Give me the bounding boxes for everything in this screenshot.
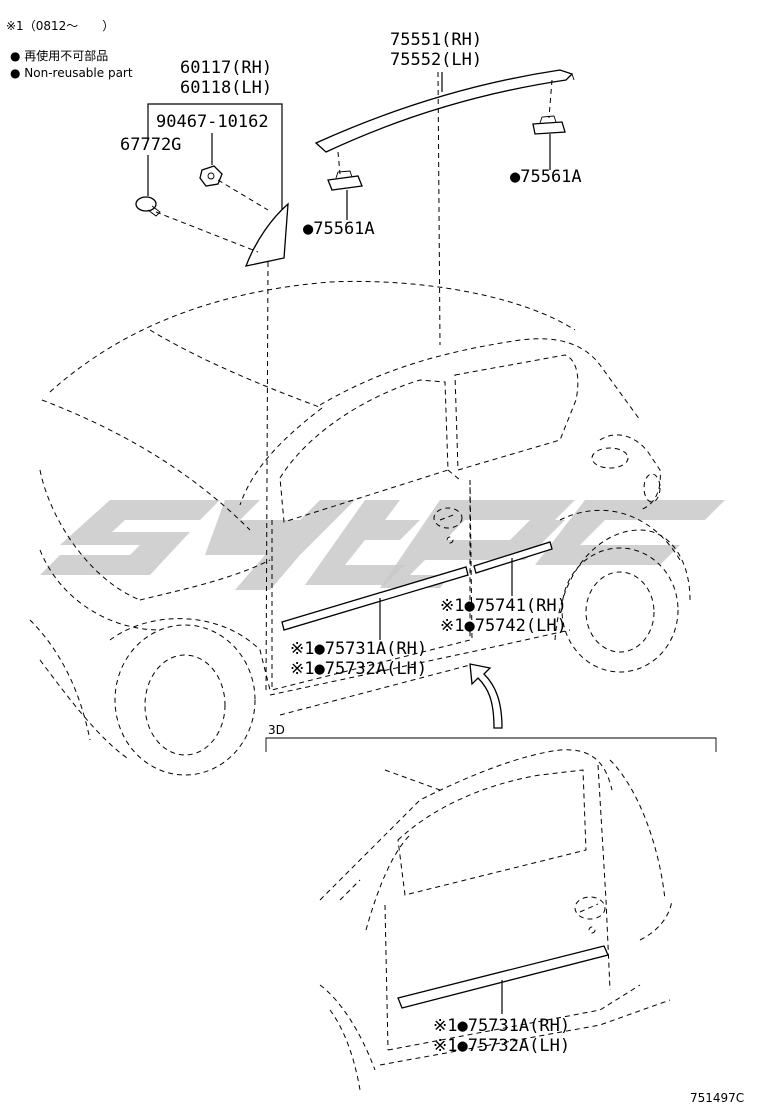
clip-75561a-right	[532, 115, 566, 135]
side-moulding-front	[281, 566, 469, 631]
roof-moulding	[314, 69, 575, 153]
legend-japanese: ● 再使用不可部品	[10, 48, 108, 63]
label-67772g: 67772G	[120, 135, 181, 155]
legend-english: ● Non-reusable part	[10, 66, 133, 80]
clip-90467	[199, 165, 223, 187]
window-garnish	[244, 202, 289, 267]
label-75742: ※1●75742(LH)	[440, 616, 567, 636]
label-75732-inset: ※1●75732A(LH)	[433, 1036, 570, 1056]
label-75731: ※1●75731A(RH)	[290, 639, 427, 659]
inset-side-moulding	[397, 945, 609, 1009]
guide-line	[548, 79, 553, 119]
leader-60117	[147, 103, 283, 212]
figure-number: 751497C	[690, 1091, 744, 1105]
label-60118: 60118(LH)	[180, 78, 272, 98]
label-75732: ※1●75732A(LH)	[290, 659, 427, 679]
label-75551: 75551(RH)	[390, 30, 482, 50]
guide-line	[217, 179, 269, 211]
condition-note: ※1（0812～ ）	[6, 19, 114, 33]
guide-line	[155, 211, 259, 253]
label-75552: 75552(LH)	[390, 50, 482, 70]
inset-car-outline	[319, 749, 673, 1091]
label-60117: 60117(RH)	[180, 58, 272, 78]
label-90467: 90467-10162	[156, 112, 269, 132]
logo-watermark	[40, 500, 725, 590]
label-75741: ※1●75741(RH)	[440, 596, 567, 616]
guide-line	[265, 261, 269, 691]
inset-bracket	[265, 737, 717, 752]
guide-line	[337, 151, 341, 175]
inset-label: 3D	[268, 723, 285, 737]
label-75731-inset: ※1●75731A(RH)	[433, 1016, 570, 1036]
car-body-outline	[29, 280, 691, 776]
label-75561a-right: ●75561A	[510, 167, 582, 187]
curved-arrow-icon	[469, 663, 503, 729]
side-moulding-rear	[473, 541, 553, 574]
grommet-67772g	[135, 196, 161, 217]
clip-75561a-left	[327, 170, 363, 191]
label-75561a-left: ●75561A	[303, 219, 375, 239]
guide-line	[437, 71, 441, 346]
